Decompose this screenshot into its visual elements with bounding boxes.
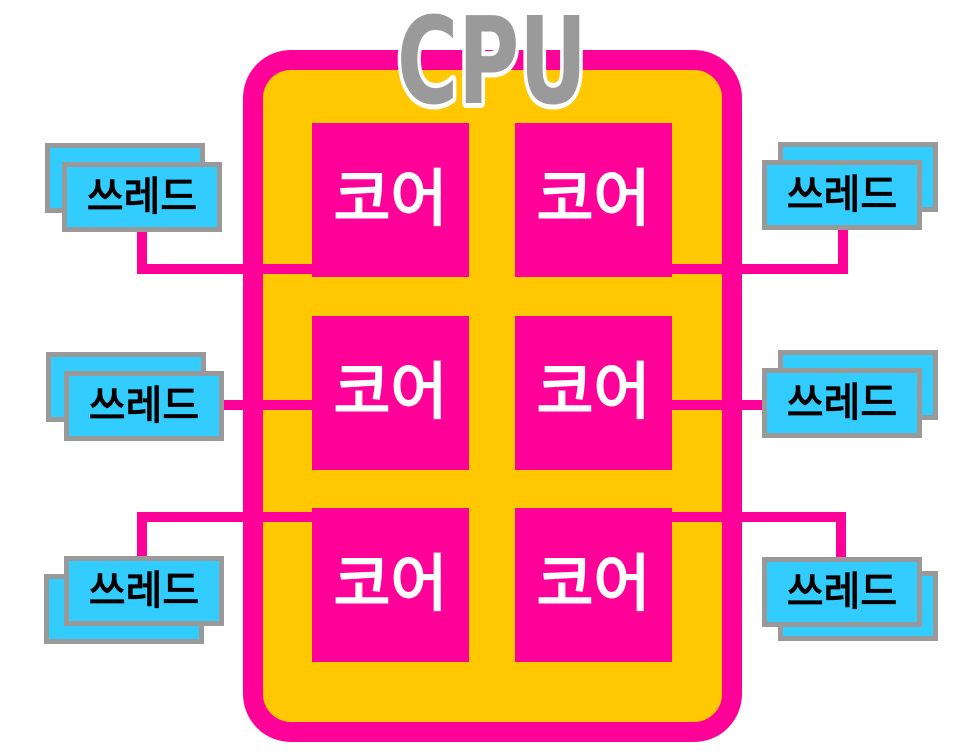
connector-top-right-vertical (838, 228, 848, 274)
core-box-2: 코어 (515, 123, 672, 277)
core-label: 코어 (333, 550, 448, 619)
connector-bottom-left-horizontal (140, 512, 314, 522)
connector-middle-right (670, 400, 764, 410)
thread-label: 쓰레드 (786, 173, 898, 217)
connector-bottom-right-vertical (836, 512, 846, 560)
core-label: 코어 (333, 165, 448, 234)
core-label: 코어 (333, 358, 448, 427)
thread-box-bottom-left: 쓰레드 (64, 556, 224, 626)
core-label: 코어 (536, 165, 651, 234)
core-box-5: 코어 (312, 508, 469, 662)
connector-top-right-horizontal (670, 264, 846, 274)
core-box-4: 코어 (515, 316, 672, 470)
connector-bottom-left-vertical (137, 512, 147, 560)
core-label: 코어 (536, 550, 651, 619)
thread-label: 쓰레드 (88, 384, 200, 428)
connector-top-left-vertical (137, 228, 147, 274)
thread-box-middle-right: 쓰레드 (762, 368, 922, 438)
thread-label: 쓰레드 (786, 570, 898, 614)
thread-box-middle-left: 쓰레드 (64, 371, 224, 441)
core-box-1: 코어 (312, 123, 469, 277)
thread-label: 쓰레드 (786, 381, 898, 425)
core-label: 코어 (536, 358, 651, 427)
connector-bottom-right-horizontal (670, 512, 846, 522)
thread-box-bottom-right: 쓰레드 (762, 557, 922, 627)
connector-middle-left (220, 400, 314, 410)
thread-box-top-right: 쓰레드 (762, 160, 922, 230)
cpu-title-text: CPU (397, 0, 587, 118)
thread-label: 쓰레드 (86, 175, 198, 219)
cpu-title: CPU (392, 0, 592, 118)
thread-label: 쓰레드 (88, 569, 200, 613)
connector-top-left-horizontal (140, 264, 314, 274)
core-box-6: 코어 (515, 508, 672, 662)
core-box-3: 코어 (312, 316, 469, 470)
thread-box-top-left: 쓰레드 (62, 162, 222, 232)
